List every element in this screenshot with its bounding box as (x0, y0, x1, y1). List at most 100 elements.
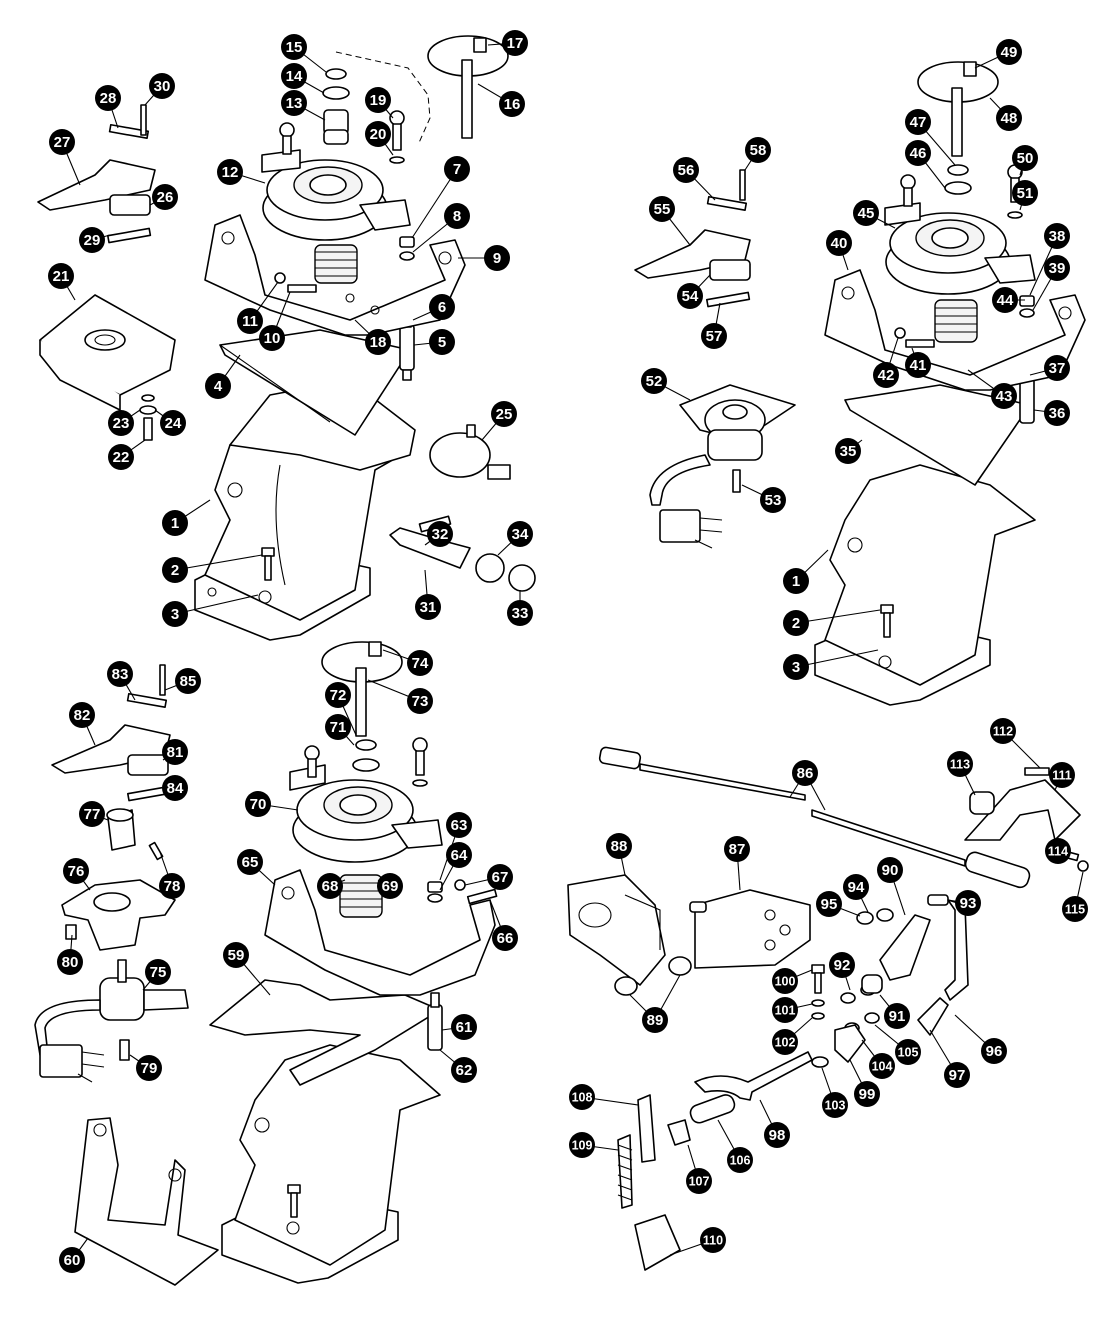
callout-marker: 48 (996, 105, 1022, 131)
callout-number: 25 (496, 406, 513, 423)
callout-number: 49 (1001, 44, 1018, 61)
callout-number: 42 (878, 367, 895, 384)
callout-number: 47 (910, 114, 927, 131)
support-plate (634, 1214, 681, 1271)
threaded-shaft (689, 1051, 813, 1124)
callout-marker: 97 (944, 1062, 970, 1088)
callout-marker: 68 (317, 873, 343, 899)
callout-circle (365, 121, 391, 147)
callout-marker: 71 (325, 714, 351, 740)
callout-number: 11 (242, 313, 258, 330)
callout-number: 58 (750, 142, 767, 159)
callout-marker: 3 (162, 601, 188, 627)
screw-right (894, 327, 935, 348)
callout-marker: 6 (429, 294, 455, 320)
callout-marker: 44 (992, 287, 1018, 313)
callout-number: 56 (678, 162, 695, 179)
callout-marker: 72 (325, 682, 351, 708)
callout-circle (136, 1055, 162, 1081)
callout-number: 7 (453, 161, 461, 178)
callout-marker: 54 (677, 283, 703, 309)
callout-number: 65 (242, 854, 259, 871)
callout-marker: 82 (69, 702, 95, 728)
callout-marker: 91 (884, 1003, 910, 1029)
callout-circle (905, 352, 931, 378)
callout-circle (152, 184, 178, 210)
callout-circle (484, 245, 510, 271)
callout-circle (325, 714, 351, 740)
callout-circle (992, 287, 1018, 313)
callout-circle (145, 959, 171, 985)
callout-number: 43 (996, 388, 1013, 405)
callout-number: 30 (154, 78, 171, 95)
callout-circle (854, 1081, 880, 1107)
callout-circle (996, 105, 1022, 131)
flange-mount (61, 879, 176, 951)
callout-marker: 51 (1012, 180, 1038, 206)
callout-number: 17 (507, 35, 524, 52)
callout-circle (895, 1039, 921, 1065)
callout-number: 46 (910, 145, 927, 162)
callout-circle (947, 751, 973, 777)
callout-marker: 17 (502, 30, 528, 56)
callout-number: 19 (370, 92, 387, 109)
callout-circle (905, 109, 931, 135)
callout-circle (700, 1227, 726, 1253)
callout-circle (745, 137, 771, 163)
callout-marker: 96 (981, 1038, 1007, 1064)
callout-number: 14 (286, 68, 303, 85)
callout-number: 38 (1049, 228, 1066, 245)
callout-number: 98 (769, 1127, 786, 1144)
callout-marker: 9 (484, 245, 510, 271)
callout-marker: 20 (365, 121, 391, 147)
nut-washer (399, 236, 415, 261)
callout-marker: 49 (996, 39, 1022, 65)
callout-marker: 59 (223, 942, 249, 968)
callout-circle (107, 661, 133, 687)
assembly-guide-line (335, 51, 431, 146)
callout-marker: 83 (107, 661, 133, 687)
callout-marker: 32 (427, 521, 453, 547)
callout-number: 88 (611, 838, 628, 855)
callout-marker: 56 (673, 157, 699, 183)
callout-number: 50 (1017, 150, 1034, 167)
callout-number: 10 (264, 330, 281, 347)
mounting-bracket (204, 214, 466, 336)
clutch-housing-right (884, 202, 1036, 295)
callout-marker: 10 (259, 325, 285, 351)
callout-number: 103 (825, 1099, 846, 1113)
callout-marker: 47 (905, 109, 931, 135)
callout-circle (446, 842, 472, 868)
callout-number: 5 (438, 334, 446, 351)
cover-plate (39, 294, 176, 411)
assembly-top-left (37, 35, 536, 641)
callout-marker: 4 (205, 373, 231, 399)
callout-circle (281, 63, 307, 89)
callout-marker: 57 (701, 323, 727, 349)
callout-number: 61 (456, 1019, 473, 1036)
ball-stud-left (279, 122, 295, 155)
callout-circle (95, 85, 121, 111)
callout-number: 89 (647, 1012, 664, 1029)
callout-marker: 39 (1044, 255, 1070, 281)
callout-number: 9 (493, 250, 501, 267)
callout-circle (245, 791, 271, 817)
callout-marker: 2 (783, 610, 809, 636)
callout-circle (487, 864, 513, 890)
callout-marker: 5 (429, 329, 455, 355)
callout-number: 59 (228, 947, 245, 964)
callout-circle (1012, 180, 1038, 206)
callout-circle (446, 812, 472, 838)
callout-marker: 98 (764, 1122, 790, 1148)
cable-rod (598, 746, 1031, 889)
callout-circle (451, 1014, 477, 1040)
callout-number: 99 (859, 1086, 876, 1103)
callout-circle (407, 650, 433, 676)
callout-number: 2 (792, 615, 800, 632)
callout-marker: 106 (727, 1147, 753, 1173)
callout-circle (944, 1062, 970, 1088)
callout-circle (1044, 223, 1070, 249)
pivot-lever (834, 1024, 866, 1063)
callout-number: 108 (572, 1091, 593, 1105)
